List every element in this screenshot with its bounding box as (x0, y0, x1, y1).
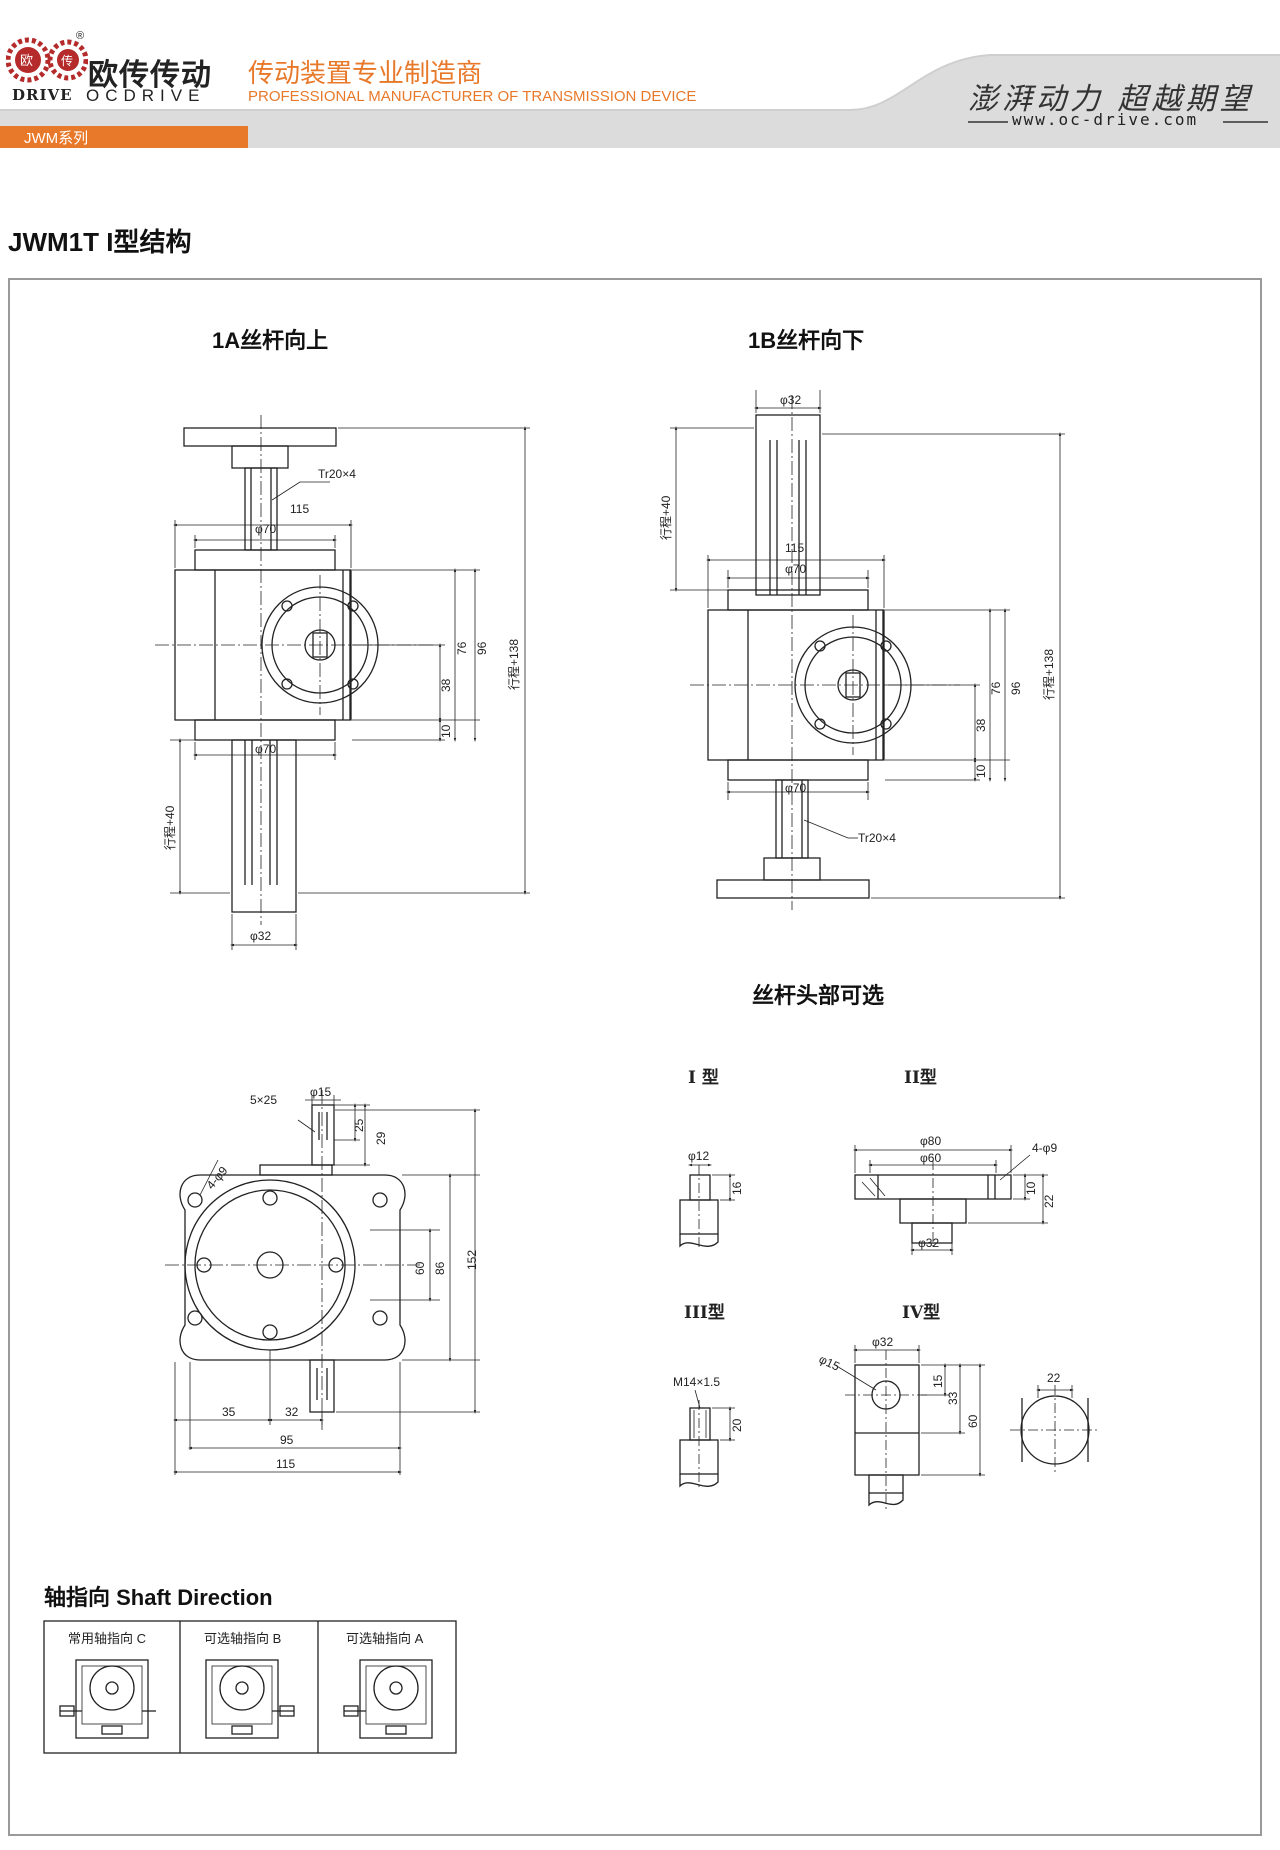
drawing-side-view (165, 1090, 480, 1475)
option-type-4-label: IV型 (902, 1303, 941, 1323)
option-type-2 (853, 1145, 1048, 1255)
dim-1b-115: 115 (785, 541, 804, 555)
website-rules (968, 121, 1268, 123)
drawing-1a-title: 1A丝杆向上 (212, 328, 329, 353)
dim-side-115: 115 (276, 1457, 295, 1471)
logo-glyph-2: 传 (61, 53, 73, 68)
dim-side-32: 32 (285, 1405, 299, 1419)
logo-name-en-left: DRIVE (12, 86, 73, 104)
drawing-1b (670, 390, 1065, 910)
option-type-2-label: II型 (904, 1068, 937, 1088)
dim-opt1-phi12: φ12 (688, 1149, 709, 1163)
options-title: 丝杆头部可选 (752, 983, 885, 1008)
dim-side-95: 95 (280, 1433, 294, 1447)
website-link[interactable]: www.oc-drive.com (1012, 110, 1199, 129)
dim-opt2-holes: 4-φ9 (1032, 1141, 1057, 1155)
dim-1a-stroke40: 行程+40 (162, 805, 177, 850)
dim-1a-76: 76 (455, 641, 469, 655)
dim-opt4-33: 33 (946, 1391, 960, 1405)
shaft-diagram-a (343, 1659, 433, 1739)
dim-1b-phi70-bot: φ70 (785, 781, 806, 795)
dim-1a-115: 115 (290, 502, 309, 516)
dim-side-35: 35 (222, 1405, 236, 1419)
dim-1b-38: 38 (974, 718, 988, 732)
dim-side-29: 29 (374, 1131, 388, 1145)
shaft-diagram-c (59, 1659, 156, 1739)
dim-opt4-22: 22 (1047, 1371, 1061, 1385)
dim-opt4-phi15: φ15 (817, 1352, 842, 1374)
drawing-1a (155, 415, 530, 950)
drawing-frame (8, 278, 1262, 1836)
dim-1a-phi70-top: φ70 (255, 522, 276, 536)
dim-side-152: 152 (465, 1250, 479, 1270)
option-type-1-label: I 型 (688, 1068, 719, 1088)
dim-side-holes: 4-φ9 (204, 1163, 231, 1191)
dim-1b-phi70-top: φ70 (785, 562, 806, 576)
gear-icon: 欧 传 (6, 37, 88, 83)
dim-opt4-15: 15 (931, 1374, 945, 1388)
tagline-en: PROFESSIONAL MANUFACTURER OF TRANSMISSIO… (248, 88, 697, 105)
dim-opt2-10: 10 (1024, 1181, 1038, 1195)
dim-1a-phi70-bot: φ70 (255, 742, 276, 756)
dim-1b-10: 10 (974, 764, 988, 778)
drawing-1b-title: 1B丝杆向下 (748, 328, 865, 353)
dim-opt3-20: 20 (730, 1418, 744, 1432)
option-type-3 (679, 1389, 735, 1490)
dim-1a-stroke138: 行程+138 (506, 639, 521, 690)
shaft-direction-table (43, 1620, 457, 1754)
dim-1a-38: 38 (439, 678, 453, 692)
option-type-4 (834, 1345, 1100, 1510)
dim-1b-stroke138: 行程+138 (1041, 649, 1056, 700)
series-tab-bg (0, 126, 248, 148)
dim-opt2-22: 22 (1042, 1194, 1056, 1208)
dim-1b-stroke40: 行程+40 (658, 495, 673, 540)
logo-name-en-right: OCDRIVE (86, 86, 206, 105)
dim-1a-96: 96 (475, 641, 489, 655)
dim-opt4-60: 60 (966, 1414, 980, 1428)
slogan: 澎湃动力 超越期望 (968, 82, 1254, 117)
header: 欧 传 ® 欧传传动 DRIVE OCDRIVE 传动装置专业制造商 PROFE… (0, 0, 1280, 150)
dim-side-25: 25 (352, 1118, 366, 1132)
dim-opt1-16: 16 (730, 1181, 744, 1195)
dim-side-86: 86 (433, 1261, 447, 1275)
option-type-3-label: III型 (684, 1303, 725, 1323)
dim-1a-tr: Tr20×4 (318, 467, 356, 481)
shaft-cell-b-label: 可选轴指向 B (204, 1631, 282, 1646)
page-title: JWM1T I型结构 (8, 227, 192, 257)
dim-1b-tr: Tr20×4 (858, 831, 896, 845)
series-tab[interactable]: JWM系列 (24, 130, 89, 147)
dim-1a-10: 10 (439, 724, 453, 738)
shaft-direction-title: 轴指向 Shaft Direction (44, 1585, 273, 1610)
dim-opt2-phi80: φ80 (920, 1134, 941, 1148)
dim-1b-phi32: φ32 (780, 393, 801, 407)
dim-side-60: 60 (413, 1261, 427, 1275)
dim-1b-76: 76 (989, 681, 1003, 695)
dim-opt2-phi60: φ60 (920, 1151, 941, 1165)
dim-1a-phi32: φ32 (250, 929, 271, 943)
dim-opt4-phi32: φ32 (872, 1335, 893, 1349)
dim-opt2-phi32: φ32 (918, 1236, 939, 1250)
shaft-cell-a-label: 可选轴指向 A (346, 1631, 424, 1646)
dim-side-key: 5×25 (250, 1093, 277, 1107)
shaft-cell-c-label: 常用轴指向 C (68, 1631, 147, 1646)
dim-side-phi15: φ15 (310, 1085, 331, 1099)
dim-opt3-m14: M14×1.5 (673, 1375, 720, 1389)
dim-1b-96: 96 (1009, 681, 1023, 695)
registered-mark: ® (76, 30, 85, 42)
header-background (0, 54, 1280, 148)
logo-name-cn: 欧传传动 (88, 58, 212, 93)
logo-glyph-1: 欧 (20, 53, 33, 68)
shaft-diagram-b (205, 1659, 295, 1739)
option-type-1 (679, 1163, 735, 1250)
tagline-cn: 传动装置专业制造商 (248, 59, 483, 89)
